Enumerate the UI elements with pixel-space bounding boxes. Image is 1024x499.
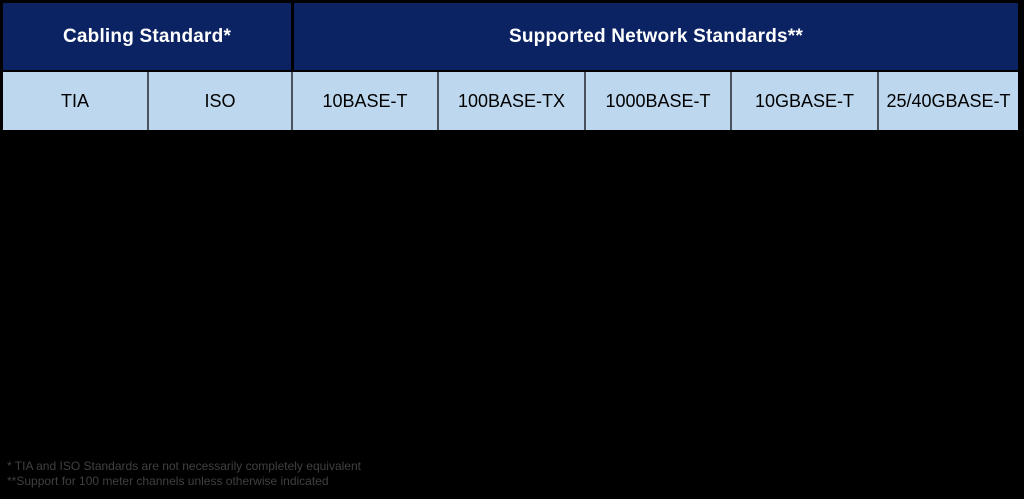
- group-header-supported-network-standards: Supported Network Standards**: [294, 3, 1018, 70]
- column-header-10gbase-t: 10GBASE-T: [732, 72, 879, 130]
- group-header-row: Cabling Standard* Supported Network Stan…: [3, 3, 1018, 70]
- column-header-tia: TIA: [3, 72, 149, 130]
- footnote-tia-iso-equivalence: * TIA and ISO Standards are not necessar…: [7, 459, 361, 473]
- column-header-100base-tx: 100BASE-TX: [439, 72, 586, 130]
- footnote-100-meter-channels: **Support for 100 meter channels unless …: [7, 474, 329, 488]
- column-header-iso: ISO: [149, 72, 293, 130]
- group-header-cabling-standard: Cabling Standard*: [3, 3, 294, 70]
- cabling-standards-table: Cabling Standard* Supported Network Stan…: [3, 3, 1018, 130]
- column-header-row: TIA ISO 10BASE-T 100BASE-TX 1000BASE-T 1…: [3, 72, 1018, 130]
- table-body-blank-area: [0, 131, 1024, 499]
- column-header-1000base-t: 1000BASE-T: [586, 72, 732, 130]
- column-header-10base-t: 10BASE-T: [293, 72, 439, 130]
- column-header-25-40gbase-t: 25/40GBASE-T: [879, 72, 1018, 130]
- footnotes: * TIA and ISO Standards are not necessar…: [7, 459, 361, 489]
